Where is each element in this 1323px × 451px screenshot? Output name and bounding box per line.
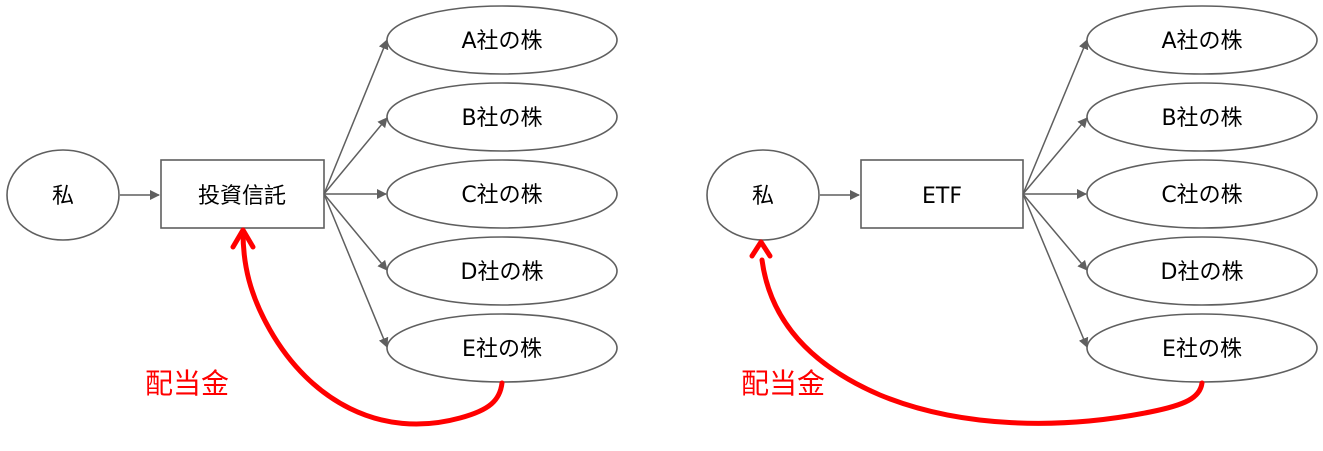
mutual-fund-diagram: 私 投資信託 A社の株 B社の株 C社の株 D社の株 bbox=[6, 5, 618, 427]
vehicle-label: 投資信託 bbox=[198, 184, 286, 209]
stock-node-d[interactable]: D社の株 bbox=[1086, 236, 1318, 306]
edge-to-stock-a bbox=[323, 39, 389, 195]
stock-label: B社の株 bbox=[1161, 106, 1242, 131]
dividend-arrowhead-icon bbox=[749, 239, 773, 259]
edge-to-stock-e bbox=[1022, 193, 1089, 348]
stock-label: E社の株 bbox=[1162, 337, 1242, 362]
stock-node-e[interactable]: E社の株 bbox=[1086, 313, 1318, 383]
dividend-arrow bbox=[759, 257, 1205, 426]
stock-node-c[interactable]: C社の株 bbox=[1086, 159, 1318, 229]
stock-node-b[interactable]: B社の株 bbox=[386, 82, 618, 152]
stock-node-a[interactable]: A社の株 bbox=[386, 5, 618, 75]
stock-label: A社の株 bbox=[461, 29, 542, 54]
investor-label: 私 bbox=[52, 184, 74, 209]
stock-label: C社の株 bbox=[1161, 183, 1242, 208]
edge-to-stock-a bbox=[1022, 39, 1089, 195]
stock-node-c[interactable]: C社の株 bbox=[386, 159, 618, 229]
edge-to-stock-d bbox=[1022, 193, 1088, 271]
stock-label: C社の株 bbox=[461, 183, 542, 208]
edge-to-stock-b bbox=[1022, 117, 1088, 195]
stock-node-b[interactable]: B社の株 bbox=[1086, 82, 1318, 152]
stock-label: A社の株 bbox=[1161, 29, 1242, 54]
stock-label: D社の株 bbox=[1161, 260, 1244, 285]
investor-node[interactable]: 私 bbox=[6, 149, 120, 241]
edge-to-stock-d bbox=[323, 193, 388, 271]
dividend-arrow bbox=[240, 229, 505, 427]
edge-to-stock-e bbox=[323, 193, 389, 348]
vehicle-label: ETF bbox=[922, 184, 962, 209]
investor-label: 私 bbox=[752, 184, 774, 209]
dividend-label: 配当金 bbox=[145, 367, 229, 400]
vehicle-node[interactable]: 投資信託 bbox=[160, 159, 325, 229]
stock-node-e[interactable]: E社の株 bbox=[386, 313, 618, 383]
stock-label: E社の株 bbox=[462, 337, 542, 362]
edge-to-stock-b bbox=[323, 117, 388, 195]
etf-diagram: 私 ETF A社の株 B社の株 C社の株 D社の株 E社の株 bbox=[706, 5, 1318, 426]
dividend-arrowhead-icon bbox=[230, 227, 256, 250]
stock-node-d[interactable]: D社の株 bbox=[386, 236, 618, 306]
investor-node[interactable]: 私 bbox=[706, 149, 820, 241]
stock-node-a[interactable]: A社の株 bbox=[1086, 5, 1318, 75]
stock-label: D社の株 bbox=[461, 260, 544, 285]
stock-label: B社の株 bbox=[461, 106, 542, 131]
dividend-label: 配当金 bbox=[741, 367, 825, 400]
vehicle-node[interactable]: ETF bbox=[860, 159, 1024, 229]
